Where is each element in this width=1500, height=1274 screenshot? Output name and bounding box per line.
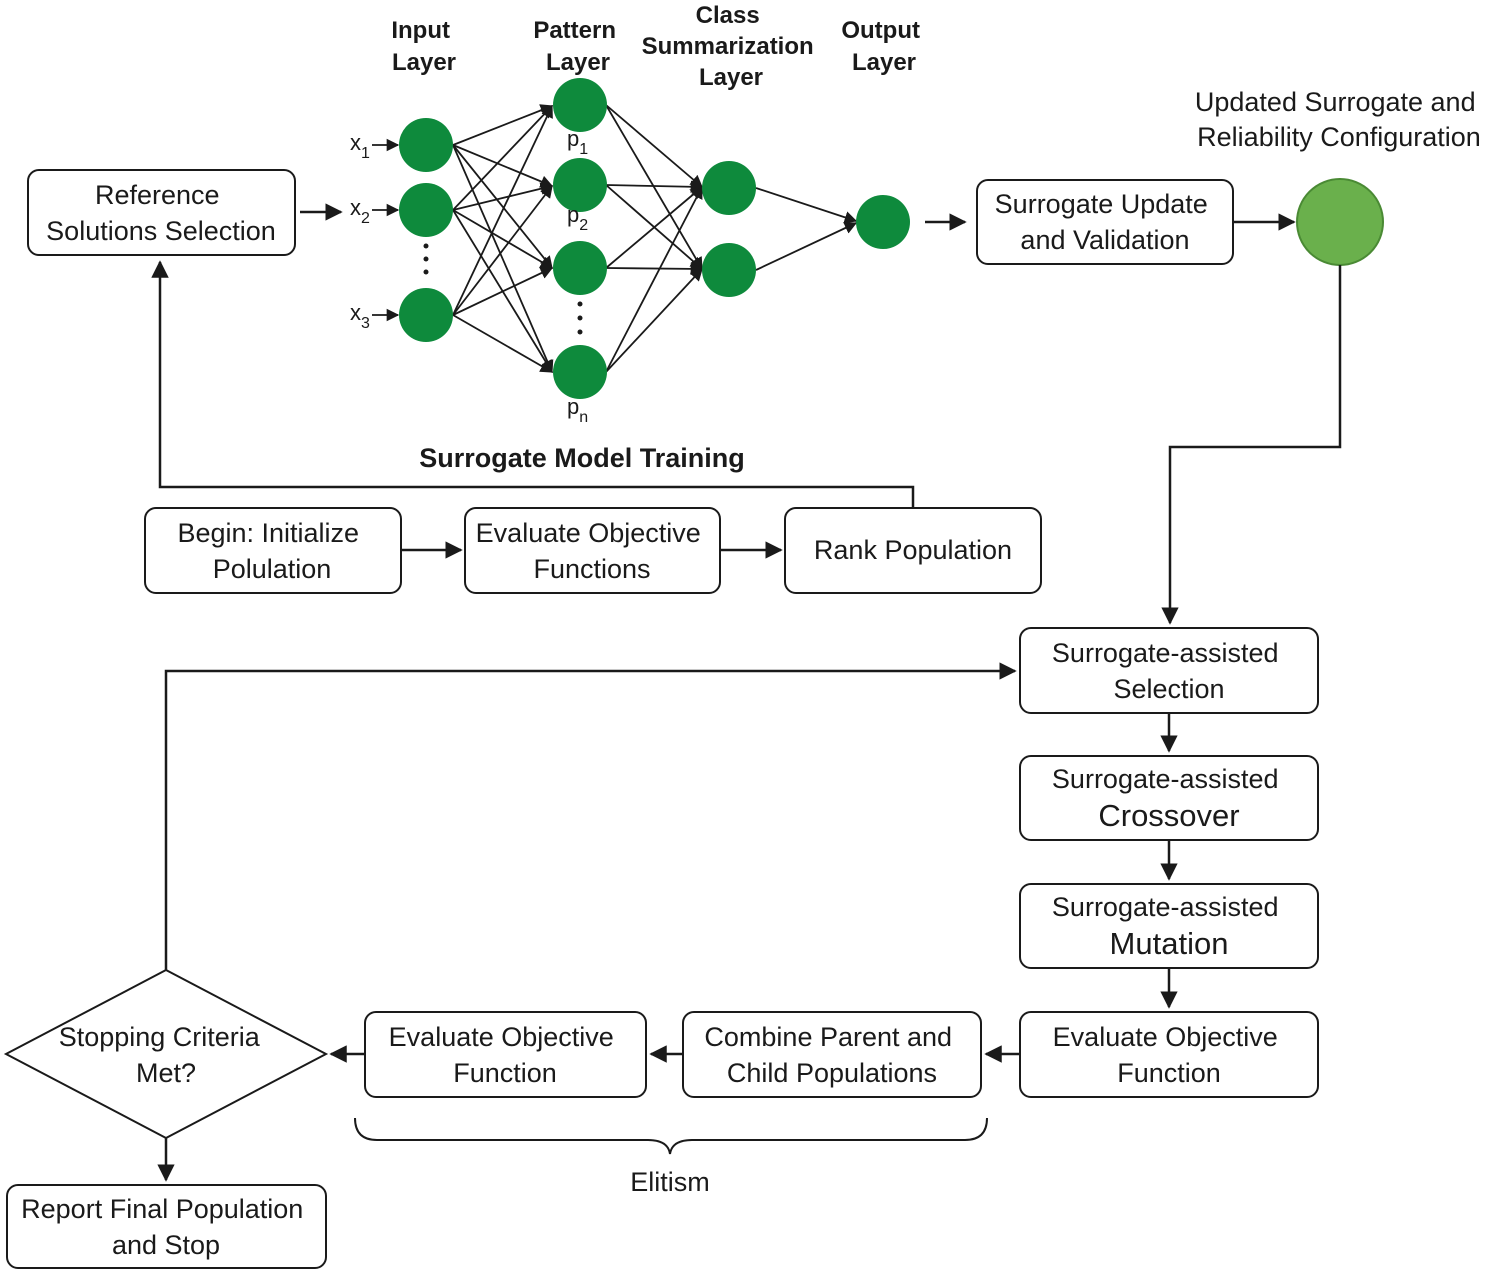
edge-x2-p1 [452, 105, 553, 211]
input-node-1 [399, 118, 453, 172]
report-final-label: Report Final Population and Stop [21, 1194, 311, 1260]
pattern-node-n [553, 345, 607, 399]
arrow-rank-to-reference [151, 260, 915, 508]
surrogate-update-label: Surrogate Update and Validation [995, 189, 1216, 255]
input-symbol-3: x3 [350, 300, 370, 332]
sa-crossover-label: Surrogate-assisted Crossover [1052, 764, 1286, 833]
edge-x3-p2 [452, 185, 553, 316]
edge-x1-p3 [452, 144, 553, 269]
input-layer-heading: Input Layer [391, 17, 456, 76]
edge-x3-pn [452, 314, 554, 373]
sa-mutation-label: Surrogate-assisted Mutation [1052, 892, 1286, 961]
edge-p3-s1 [605, 186, 703, 269]
updated-config-label: Updated Surrogate and Reliability Config… [1195, 87, 1483, 152]
reference-solutions-label: Reference Solutions Selection [46, 180, 276, 246]
arrow-config-to-selection [1161, 265, 1342, 625]
pattern-ellipsis [577, 301, 583, 335]
edge-pn-s2 [605, 268, 703, 373]
network-edges [372, 104, 858, 374]
pattern-node-2 [553, 158, 607, 212]
edge-p3-s2 [605, 262, 704, 276]
class-summarization-layer-heading: Class Summarization Layer [642, 2, 821, 91]
edge-p1-s2 [605, 104, 703, 271]
elitism-brace [354, 1117, 988, 1155]
edge-pn-s1 [605, 185, 703, 373]
begin-initialize-label: Begin: Initialize Polulation [177, 518, 366, 584]
report-final-box [6, 1184, 327, 1269]
evaluate-objective-mid-label: Evaluate Objective Function [389, 1022, 622, 1088]
edge-p1-s1 [605, 104, 703, 188]
evaluate-objective-right-label: Evaluate Objective Function [1053, 1022, 1286, 1088]
pattern-symbol-2: p2 [567, 202, 588, 234]
updated-config-node [1296, 178, 1384, 266]
pattern-node-3 [553, 241, 607, 295]
edge-x3-p1 [452, 104, 553, 316]
summary-node-2 [702, 243, 756, 297]
arrow-stopping-to-selection [164, 662, 1017, 970]
input-symbol-2: x2 [350, 195, 370, 227]
elitism-label: Elitism [630, 1167, 710, 1197]
network-title: Surrogate Model Training [419, 443, 745, 473]
network-nodes [399, 78, 910, 399]
edge-s1-out [755, 187, 858, 224]
input-node-2 [399, 183, 453, 237]
pattern-symbol-1: p1 [567, 126, 588, 158]
edge-p2-s1 [605, 180, 704, 194]
reference-solutions-box [27, 169, 296, 256]
pattern-layer-heading: Pattern Layer [533, 17, 622, 76]
sa-selection-label: Surrogate-assisted Selection [1052, 638, 1286, 704]
rank-population-label: Rank Population [814, 535, 1012, 565]
output-layer-heading: Output Layer [841, 17, 926, 76]
stopping-criteria-diamond [3, 968, 329, 1140]
edge-x2-p2 [452, 182, 554, 211]
stopping-criteria-label: Stopping Criteria Met? [59, 1022, 268, 1088]
pattern-node-1 [553, 78, 607, 132]
edge-s2-out [755, 222, 858, 271]
pattern-symbol-n: pn [567, 394, 588, 426]
summary-node-1 [702, 161, 756, 215]
evaluate-objective-functions-label: Evaluate Objective Functions [476, 518, 709, 584]
input-symbol-1: x1 [350, 130, 370, 162]
edge-x3-p3 [452, 267, 554, 316]
input-node-3 [399, 288, 453, 342]
edge-x2-p3 [452, 209, 554, 269]
output-node [856, 195, 910, 249]
edge-x1-pn [452, 144, 554, 374]
edge-x1-p1 [452, 104, 554, 146]
edge-x1-p2 [452, 144, 554, 188]
combine-populations-label: Combine Parent and Child Populations [704, 1022, 959, 1088]
input-ellipsis [423, 243, 429, 275]
